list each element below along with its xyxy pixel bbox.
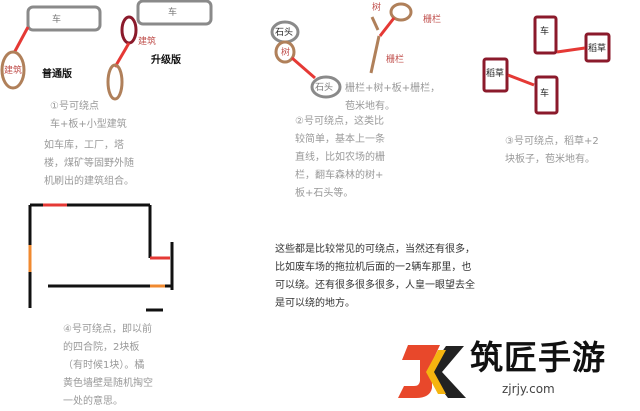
p1-caption-b: 如车库，工厂，塔 楼，煤矿等固野外随 机刷出的建筑组合。 bbox=[44, 140, 134, 187]
p1-connector bbox=[12, 26, 30, 54]
p2-fence-top bbox=[370, 16, 380, 31]
p2-tree-left-label: 树 bbox=[281, 46, 290, 58]
p1-car-box bbox=[26, 5, 102, 32]
p2-caption-main: ②号可绕点，这类比 较简单，基本上一条 直线，比如农场的栅 栏，翻车森林的树+ … bbox=[295, 116, 385, 199]
p1-caption-a: ①号可绕点 车+板+小型建筑 bbox=[50, 101, 127, 130]
p2-caption-side: 栅栏+树+板+栅栏， 苞米地有。 bbox=[345, 83, 441, 112]
p1-car-label: 车 bbox=[52, 13, 61, 25]
p3-car-bottom-label: 车 bbox=[540, 87, 549, 99]
p2-stone-bottom bbox=[310, 75, 342, 99]
logo-mark-j bbox=[398, 345, 440, 398]
p1-upgrade-title: 升级版 bbox=[151, 53, 181, 66]
p3-hay-left bbox=[482, 57, 509, 93]
panel-4 bbox=[28, 203, 174, 312]
p1-upgrade-car-box bbox=[136, 0, 213, 26]
p3-hay-left-label: 稻草 bbox=[486, 67, 504, 79]
logo-name: 筑匠手游 bbox=[470, 338, 606, 377]
p3-car-top-label: 车 bbox=[540, 25, 549, 37]
p3-hay-right-label: 稻草 bbox=[588, 42, 606, 54]
p3-car-top bbox=[533, 15, 558, 55]
p3-car-bottom bbox=[534, 75, 559, 115]
logo-mark bbox=[398, 345, 466, 398]
p2-fence-bottom-label: 栅栏 bbox=[386, 53, 404, 65]
p1-building-oval bbox=[0, 50, 26, 90]
logo-url: zjrjy.com bbox=[502, 382, 555, 396]
p2-tree-left bbox=[274, 40, 296, 64]
panel-2: 石头 树 石头 树 栅栏 栅栏 bbox=[270, 1, 441, 99]
p2-fence-bottom bbox=[369, 35, 381, 74]
p1-upgrade-connector bbox=[113, 42, 131, 68]
p2-tree-right bbox=[389, 2, 413, 22]
logo-mark-accent bbox=[426, 350, 446, 394]
panel-3: 车 稻草 稻草 车 bbox=[482, 15, 611, 115]
p3-hay-right bbox=[584, 32, 611, 63]
summary-text: 这些都是比较常见的可绕点，当然还有很多， 比如废车场的拖拉机后面的一2辆车那里，… bbox=[275, 244, 475, 309]
p2-connector-right bbox=[378, 17, 396, 37]
p1-normal-title: 普通版 bbox=[42, 67, 72, 80]
p3-caption: ③号可绕点，稻草+2 块板子，苞米地有。 bbox=[505, 136, 599, 165]
p1-upgrade-plank bbox=[120, 15, 138, 45]
p2-connector-left bbox=[291, 56, 316, 80]
p2-tree-right-label: 树 bbox=[372, 1, 381, 13]
p1-upgrade-car-label: 车 bbox=[168, 6, 177, 18]
p2-stone-top-label: 石头 bbox=[275, 27, 293, 38]
p1-upgrade-building-label: 建筑 bbox=[138, 35, 156, 47]
p2-fence-right-label: 栅栏 bbox=[423, 13, 441, 25]
p3-connector-left bbox=[507, 73, 535, 87]
p4-caption: ④号可绕点，即以前 的四合院，2块板 （有时候1块）。橘 黄色墙壁是随机掏空 一… bbox=[63, 324, 153, 407]
p2-stone-bottom-label: 石头 bbox=[315, 82, 333, 93]
p3-connector-right bbox=[556, 46, 586, 54]
p1-upgrade-building-oval bbox=[106, 63, 124, 101]
p1-building-label: 建筑 bbox=[4, 64, 22, 76]
panel-1: 车 建筑 普通版 车 建筑 升级版 bbox=[0, 0, 213, 101]
